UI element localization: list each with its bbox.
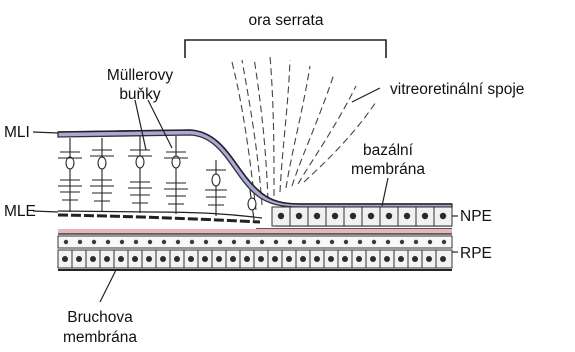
label-bruchova: Bruchova — [67, 309, 133, 326]
muller-cell — [58, 138, 82, 212]
label-mullerovy: Müllerovy — [107, 67, 174, 84]
label-rpe: RPE — [460, 245, 492, 262]
muller-cells — [58, 136, 256, 220]
label-ora-serrata: ora serrata — [249, 12, 324, 29]
outer-limiting-membrane — [58, 211, 262, 222]
label-mle: MLE — [4, 203, 36, 220]
label-mli: MLI — [4, 124, 30, 141]
muller-cell — [128, 136, 152, 213]
ora-serrata-bracket — [185, 40, 386, 58]
muller-cell — [90, 138, 114, 212]
label-npe: NPE — [460, 208, 492, 225]
label-membrana-bruchova: membrána — [63, 329, 137, 346]
label-bazalni: bazální — [363, 142, 414, 159]
rpe-cells — [58, 236, 452, 268]
npe-cells — [272, 207, 452, 226]
label-vitreoretinal: vitreoretinální spoje — [390, 81, 524, 98]
label-bunky: buňky — [119, 86, 161, 103]
muller-cell — [164, 136, 188, 214]
rpe-band — [58, 229, 452, 234]
label-membrana-bazalni: membrána — [351, 161, 425, 178]
muller-cell — [205, 160, 227, 216]
